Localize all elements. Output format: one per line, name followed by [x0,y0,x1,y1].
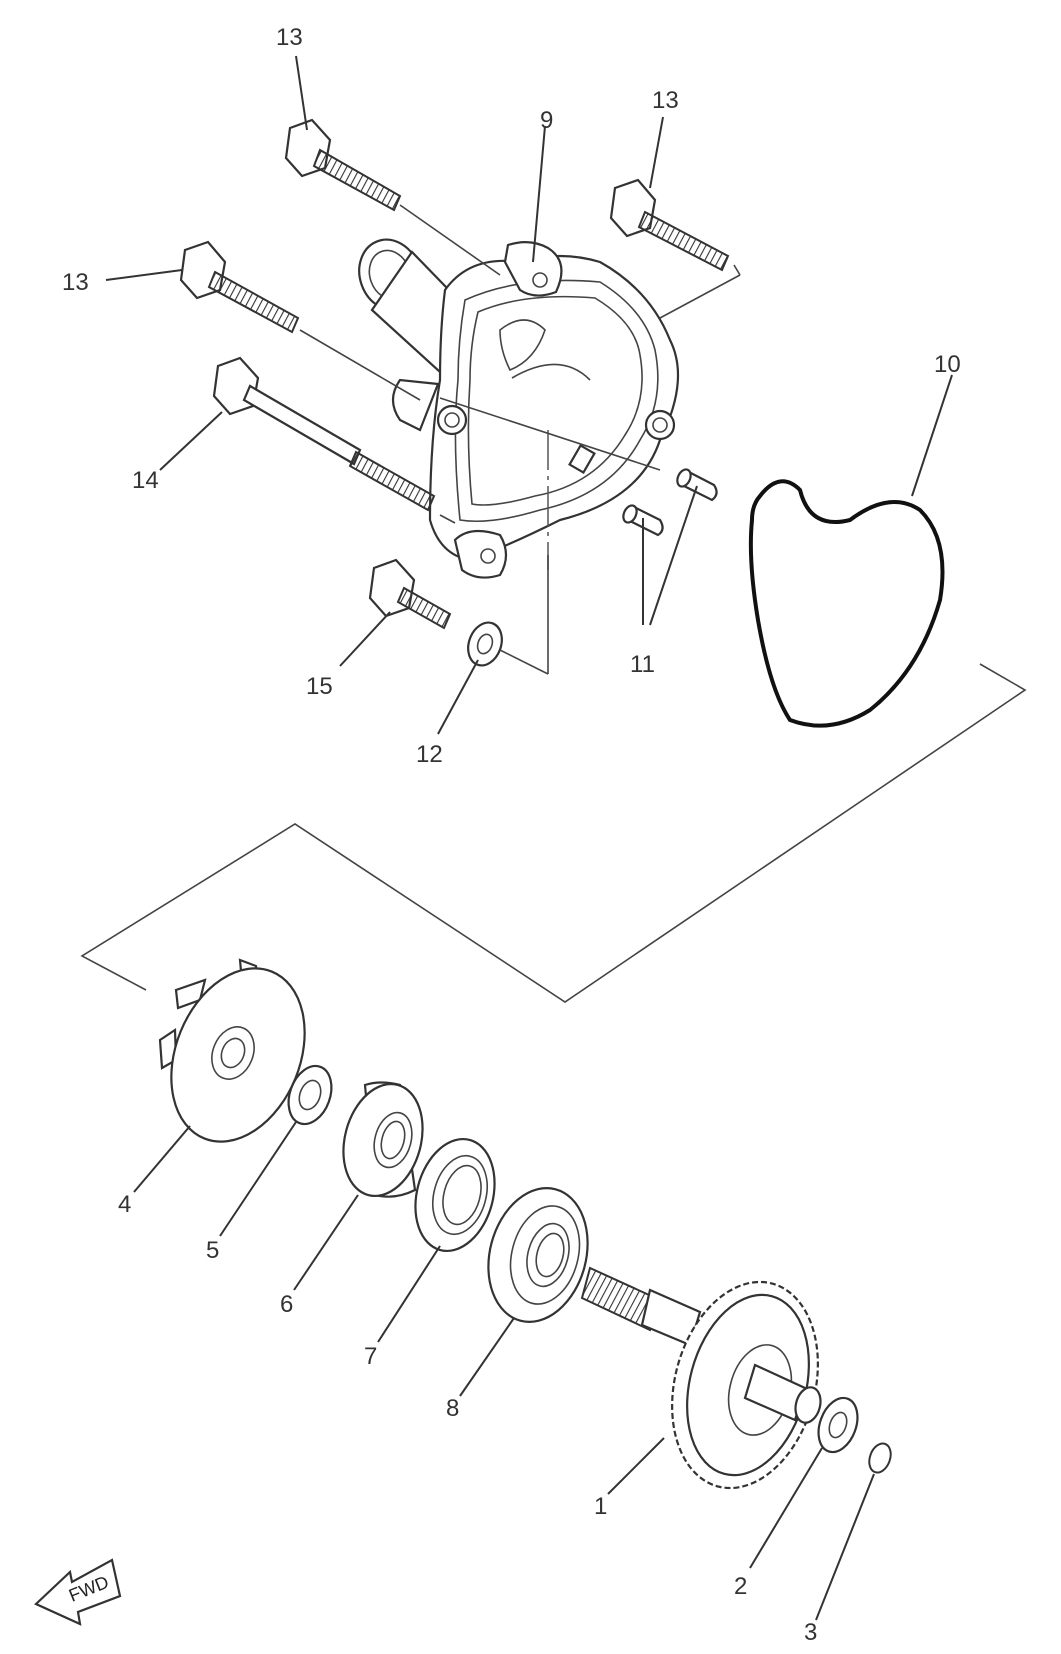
label-14: 14 [132,467,159,494]
circlip-3 [868,1442,892,1474]
washer-5 [287,1064,333,1126]
oil-seal-6 [342,1081,424,1198]
label-12: 12 [416,741,443,768]
label-13-left: 13 [62,269,89,296]
label-2: 2 [734,1573,747,1600]
label-7: 7 [364,1343,377,1370]
bolt-14-long [212,356,436,512]
washer-12 [467,621,503,667]
dowel-pins-11 [622,468,718,537]
label-10: 10 [934,351,961,378]
bearing-8 [487,1187,589,1323]
mechanical-seal-7 [414,1137,496,1253]
label-5: 5 [206,1237,219,1264]
bolt-13-right [609,178,730,272]
label-15: 15 [306,673,333,700]
o-ring-gasket-10 [748,479,945,728]
pump-cover [358,238,680,579]
upper-assembly-lines [80,204,1027,1003]
label-9: 9 [540,107,553,134]
label-1: 1 [594,1493,607,1520]
bolt-15 [368,558,452,630]
label-13-right: 13 [652,87,679,114]
label-6: 6 [280,1291,293,1318]
label-13-top: 13 [276,24,303,51]
impeller-4 [158,958,306,1143]
bolt-13-left [179,240,300,334]
washer-2 [817,1396,859,1454]
leader-lines [105,55,953,1621]
bolt-13-top [284,118,402,212]
impeller-shaft-gear-1 [580,1266,822,1490]
forward-direction-arrow: FWD [34,1558,122,1626]
label-8: 8 [446,1395,459,1422]
label-3: 3 [804,1619,817,1646]
label-4: 4 [118,1191,131,1218]
label-11: 11 [630,651,655,678]
